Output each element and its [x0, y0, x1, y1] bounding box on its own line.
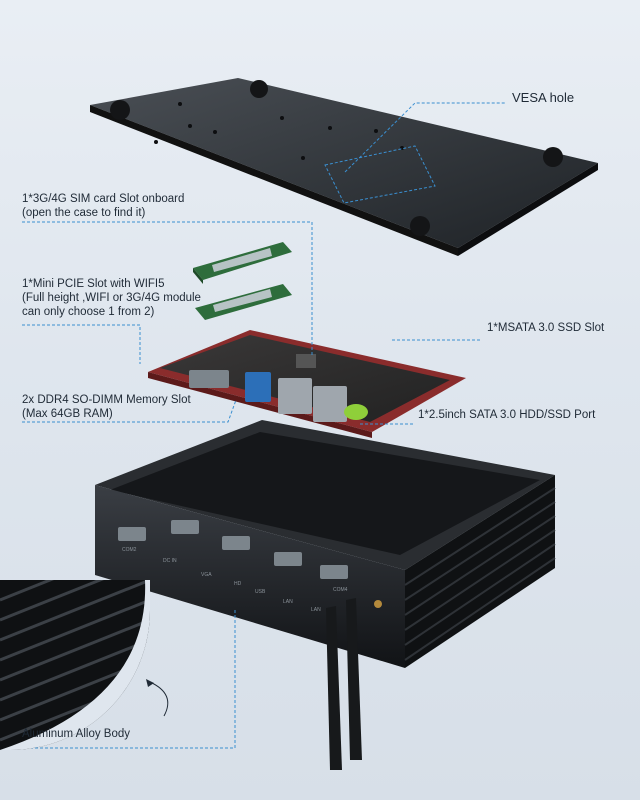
port-label: LAN — [311, 607, 321, 613]
mini-pcie-label: 1*Mini PCIE Slot with WIFI5 (Full height… — [22, 277, 201, 319]
port-label: LAN — [283, 599, 293, 605]
rubber-foot — [110, 100, 130, 120]
port-label: VGA — [201, 572, 212, 578]
rubber-foot — [543, 147, 563, 167]
aluminum-body-label: Aluminum Alloy Body — [22, 728, 131, 740]
battery — [344, 404, 368, 420]
ddr4-label: 2x DDR4 SO-DIMM Memory Slot (Max 64GB RA… — [22, 393, 191, 421]
wifi-antenna — [326, 598, 382, 770]
port-label: DC IN — [163, 558, 177, 564]
sim-slot-label: 1*3G/4G SIM card Slot onboard (open the … — [22, 192, 184, 220]
label-line: can only choose 1 from 2) — [22, 306, 155, 318]
label-line: 1*3G/4G SIM card Slot onboard — [22, 193, 185, 205]
chipset — [296, 354, 316, 368]
port-label: HD — [234, 581, 242, 587]
label-line: 1*Mini PCIE Slot with WIFI5 — [22, 278, 165, 290]
lan-port — [313, 386, 347, 422]
label-line: (open the case to find it) — [22, 207, 146, 219]
port-label: USB — [255, 589, 266, 595]
label-line: 2x DDR4 SO-DIMM Memory Slot — [22, 394, 191, 406]
top-cover-plate — [90, 78, 598, 256]
rubber-foot — [250, 80, 268, 98]
port-label: COM4 — [333, 587, 348, 593]
label-line: (Full height ,WIFI or 3G/4G module — [22, 292, 201, 304]
ram-module — [193, 242, 292, 284]
sata-port-label: 1*2.5inch SATA 3.0 HDD/SSD Port — [418, 409, 596, 421]
label-line: (Max 64GB RAM) — [22, 408, 113, 420]
vesa-hole-outline — [324, 145, 436, 204]
vesa-hole-label: VESA hole — [512, 90, 575, 105]
msata-label: 1*MSATA 3.0 SSD Slot — [487, 322, 605, 334]
usb-port-blue — [245, 372, 271, 402]
vga-port — [189, 370, 229, 388]
motherboard — [148, 330, 466, 438]
ram-module — [195, 284, 292, 320]
lan-port — [278, 378, 312, 414]
chassis: COM2 DC IN VGA HD USB LAN LAN COM4 — [95, 420, 556, 668]
leader-lines — [22, 102, 505, 749]
rubber-foot — [410, 216, 430, 236]
port-label: COM2 — [122, 547, 137, 553]
